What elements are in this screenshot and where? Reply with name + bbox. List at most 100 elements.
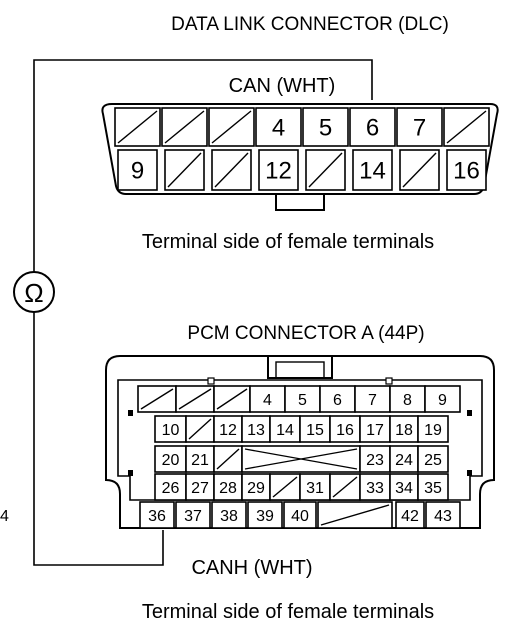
pcm-title: PCM CONNECTOR A (44P) xyxy=(187,323,424,344)
pcm-cavity-r5-1: 36 xyxy=(139,501,175,529)
pcm-cavity-r5-3: 38 xyxy=(211,501,247,529)
pcm-lock-tab xyxy=(267,355,333,379)
pcm-cavity-r2-7: 16 xyxy=(329,415,361,443)
terminal-number: 19 xyxy=(424,422,442,439)
dlc-cavity-bottom-1-outline xyxy=(117,149,158,191)
pcm-cavity-r2-2 xyxy=(185,415,215,443)
pcm-cavity-r4-8: 33 xyxy=(359,473,391,501)
pcm-cavity-r4-9: 34 xyxy=(389,473,419,501)
pcm-cavity-r4-10-outline xyxy=(417,473,449,501)
dlc-cavity-bottom-6: 14 xyxy=(352,149,393,191)
dlc-cavity-top-5-outline xyxy=(302,107,349,147)
pcm-cavity-r4-2-outline xyxy=(185,473,215,501)
terminal-number: 25 xyxy=(424,452,442,469)
terminal-number: 4 xyxy=(272,115,285,142)
pcm-cavity-r5-3-outline xyxy=(211,501,247,529)
terminal-number: 24 xyxy=(395,452,413,469)
dlc-key-tab xyxy=(275,193,325,211)
ohm-symbol: Ω xyxy=(24,278,43,308)
pcm-cavity-r2-10: 19 xyxy=(417,415,449,443)
terminal-number: 21 xyxy=(191,452,209,469)
pcm-cavity-r4-7 xyxy=(329,473,361,501)
pcm-cavity-r1-9: 9 xyxy=(424,385,461,413)
terminal-number: 31 xyxy=(306,480,324,497)
pcm-cavity-r5-8: 42 xyxy=(395,501,425,529)
empty-cavity-slash xyxy=(211,110,252,144)
empty-cavity-slash xyxy=(332,476,358,498)
pcm-cavity-r1-1 xyxy=(137,385,177,413)
pcm-cavity-r4-6: 31 xyxy=(299,473,331,501)
dlc-cavity-top-7: 7 xyxy=(396,107,443,147)
dlc-cavity-top-6: 6 xyxy=(349,107,396,147)
empty-cavity-slash xyxy=(216,448,240,470)
pcm-cavity-r4-5 xyxy=(269,473,301,501)
empty-cavity-slash xyxy=(164,110,205,144)
pcm-cavity-r1-5: 5 xyxy=(284,385,321,413)
pcm-side-pin-right-2 xyxy=(467,470,472,476)
terminal-number: 6 xyxy=(366,115,379,142)
pcm-cavity-r4-1: 26 xyxy=(154,473,187,501)
pcm-cavity-r1-9-outline xyxy=(424,385,461,413)
dlc-cavity-bottom-8-outline xyxy=(446,149,487,191)
pcm-cavity-r5-2-outline xyxy=(175,501,211,529)
dlc-cavity-bottom-7 xyxy=(399,149,440,191)
terminal-number: 38 xyxy=(220,508,238,525)
empty-cavity-slash xyxy=(308,152,343,188)
ohmmeter-icon: Ω xyxy=(13,271,55,313)
terminal-number: 17 xyxy=(366,422,384,439)
pcm-cavity-r5-10: 44 xyxy=(0,508,9,525)
terminal-number: 5 xyxy=(319,115,332,142)
terminal-number: 37 xyxy=(184,508,202,525)
dlc-cavity-bottom-5 xyxy=(305,149,346,191)
pcm-cavity-r3-9: 24 xyxy=(389,445,419,473)
pcm-lock-tab-inner xyxy=(275,361,325,379)
pcm-cavity-r1-2 xyxy=(175,385,215,413)
terminal-number: 33 xyxy=(366,480,384,497)
pcm-cavity-r5-4-outline xyxy=(247,501,283,529)
pcm-cavity-r2-9-outline xyxy=(389,415,419,443)
pcm-cavity-r4-10: 35 xyxy=(417,473,449,501)
pcm-cavity-r5-8-outline xyxy=(395,501,425,529)
terminal-number: 27 xyxy=(191,480,209,497)
pcm-cavity-r3-3 xyxy=(213,445,243,473)
pcm-cavity-r2-6: 15 xyxy=(299,415,331,443)
terminal-number: 14 xyxy=(359,158,386,185)
dlc-cavity-top-3 xyxy=(208,107,255,147)
empty-cavity-slash xyxy=(214,152,249,188)
pcm-cavity-r1-5-outline xyxy=(284,385,321,413)
pcm-cavity-r2-9: 18 xyxy=(389,415,419,443)
pcm-cavity-r3-2: 21 xyxy=(185,445,215,473)
terminal-number: 7 xyxy=(413,115,426,142)
pcm-top-marker-left xyxy=(207,377,215,385)
terminal-number: 35 xyxy=(424,480,442,497)
terminal-number: 39 xyxy=(256,508,274,525)
pcm-cavity-r4-6-outline xyxy=(299,473,331,501)
pcm-cavity-r2-4: 13 xyxy=(241,415,271,443)
dlc-wire-label: CAN (WHT) xyxy=(229,75,336,97)
terminal-number: 12 xyxy=(219,422,237,439)
terminal-number: 42 xyxy=(401,508,419,525)
pcm-top-marker-right xyxy=(385,377,393,385)
terminal-number: 10 xyxy=(162,422,180,439)
dlc-cavity-top-6-outline xyxy=(349,107,396,147)
empty-cavity-slash xyxy=(216,388,248,410)
dlc-cavity-top-1 xyxy=(114,107,161,147)
pcm-cavity-r2-10-outline xyxy=(417,415,449,443)
pcm-cavity-r2-5-outline xyxy=(269,415,301,443)
pcm-inner-housing xyxy=(117,379,483,501)
terminal-number: 36 xyxy=(148,508,166,525)
terminal-number: 18 xyxy=(395,422,413,439)
pcm-cavity-r2-8: 17 xyxy=(359,415,391,443)
dlc-cavity-top-4: 4 xyxy=(255,107,302,147)
pcm-cavity-r3-8-outline xyxy=(359,445,391,473)
pcm-cavity-r3-10: 25 xyxy=(417,445,449,473)
pcm-cavity-r4-2: 27 xyxy=(185,473,215,501)
terminal-number: 6 xyxy=(333,392,342,409)
dlc-caption: Terminal side of female terminals xyxy=(142,231,434,253)
pcm-cavity-r5-9-outline xyxy=(425,501,461,529)
terminal-number: 15 xyxy=(306,422,324,439)
terminal-number: 44 xyxy=(0,508,9,525)
dlc-title: DATA LINK CONNECTOR (DLC) xyxy=(171,14,449,35)
